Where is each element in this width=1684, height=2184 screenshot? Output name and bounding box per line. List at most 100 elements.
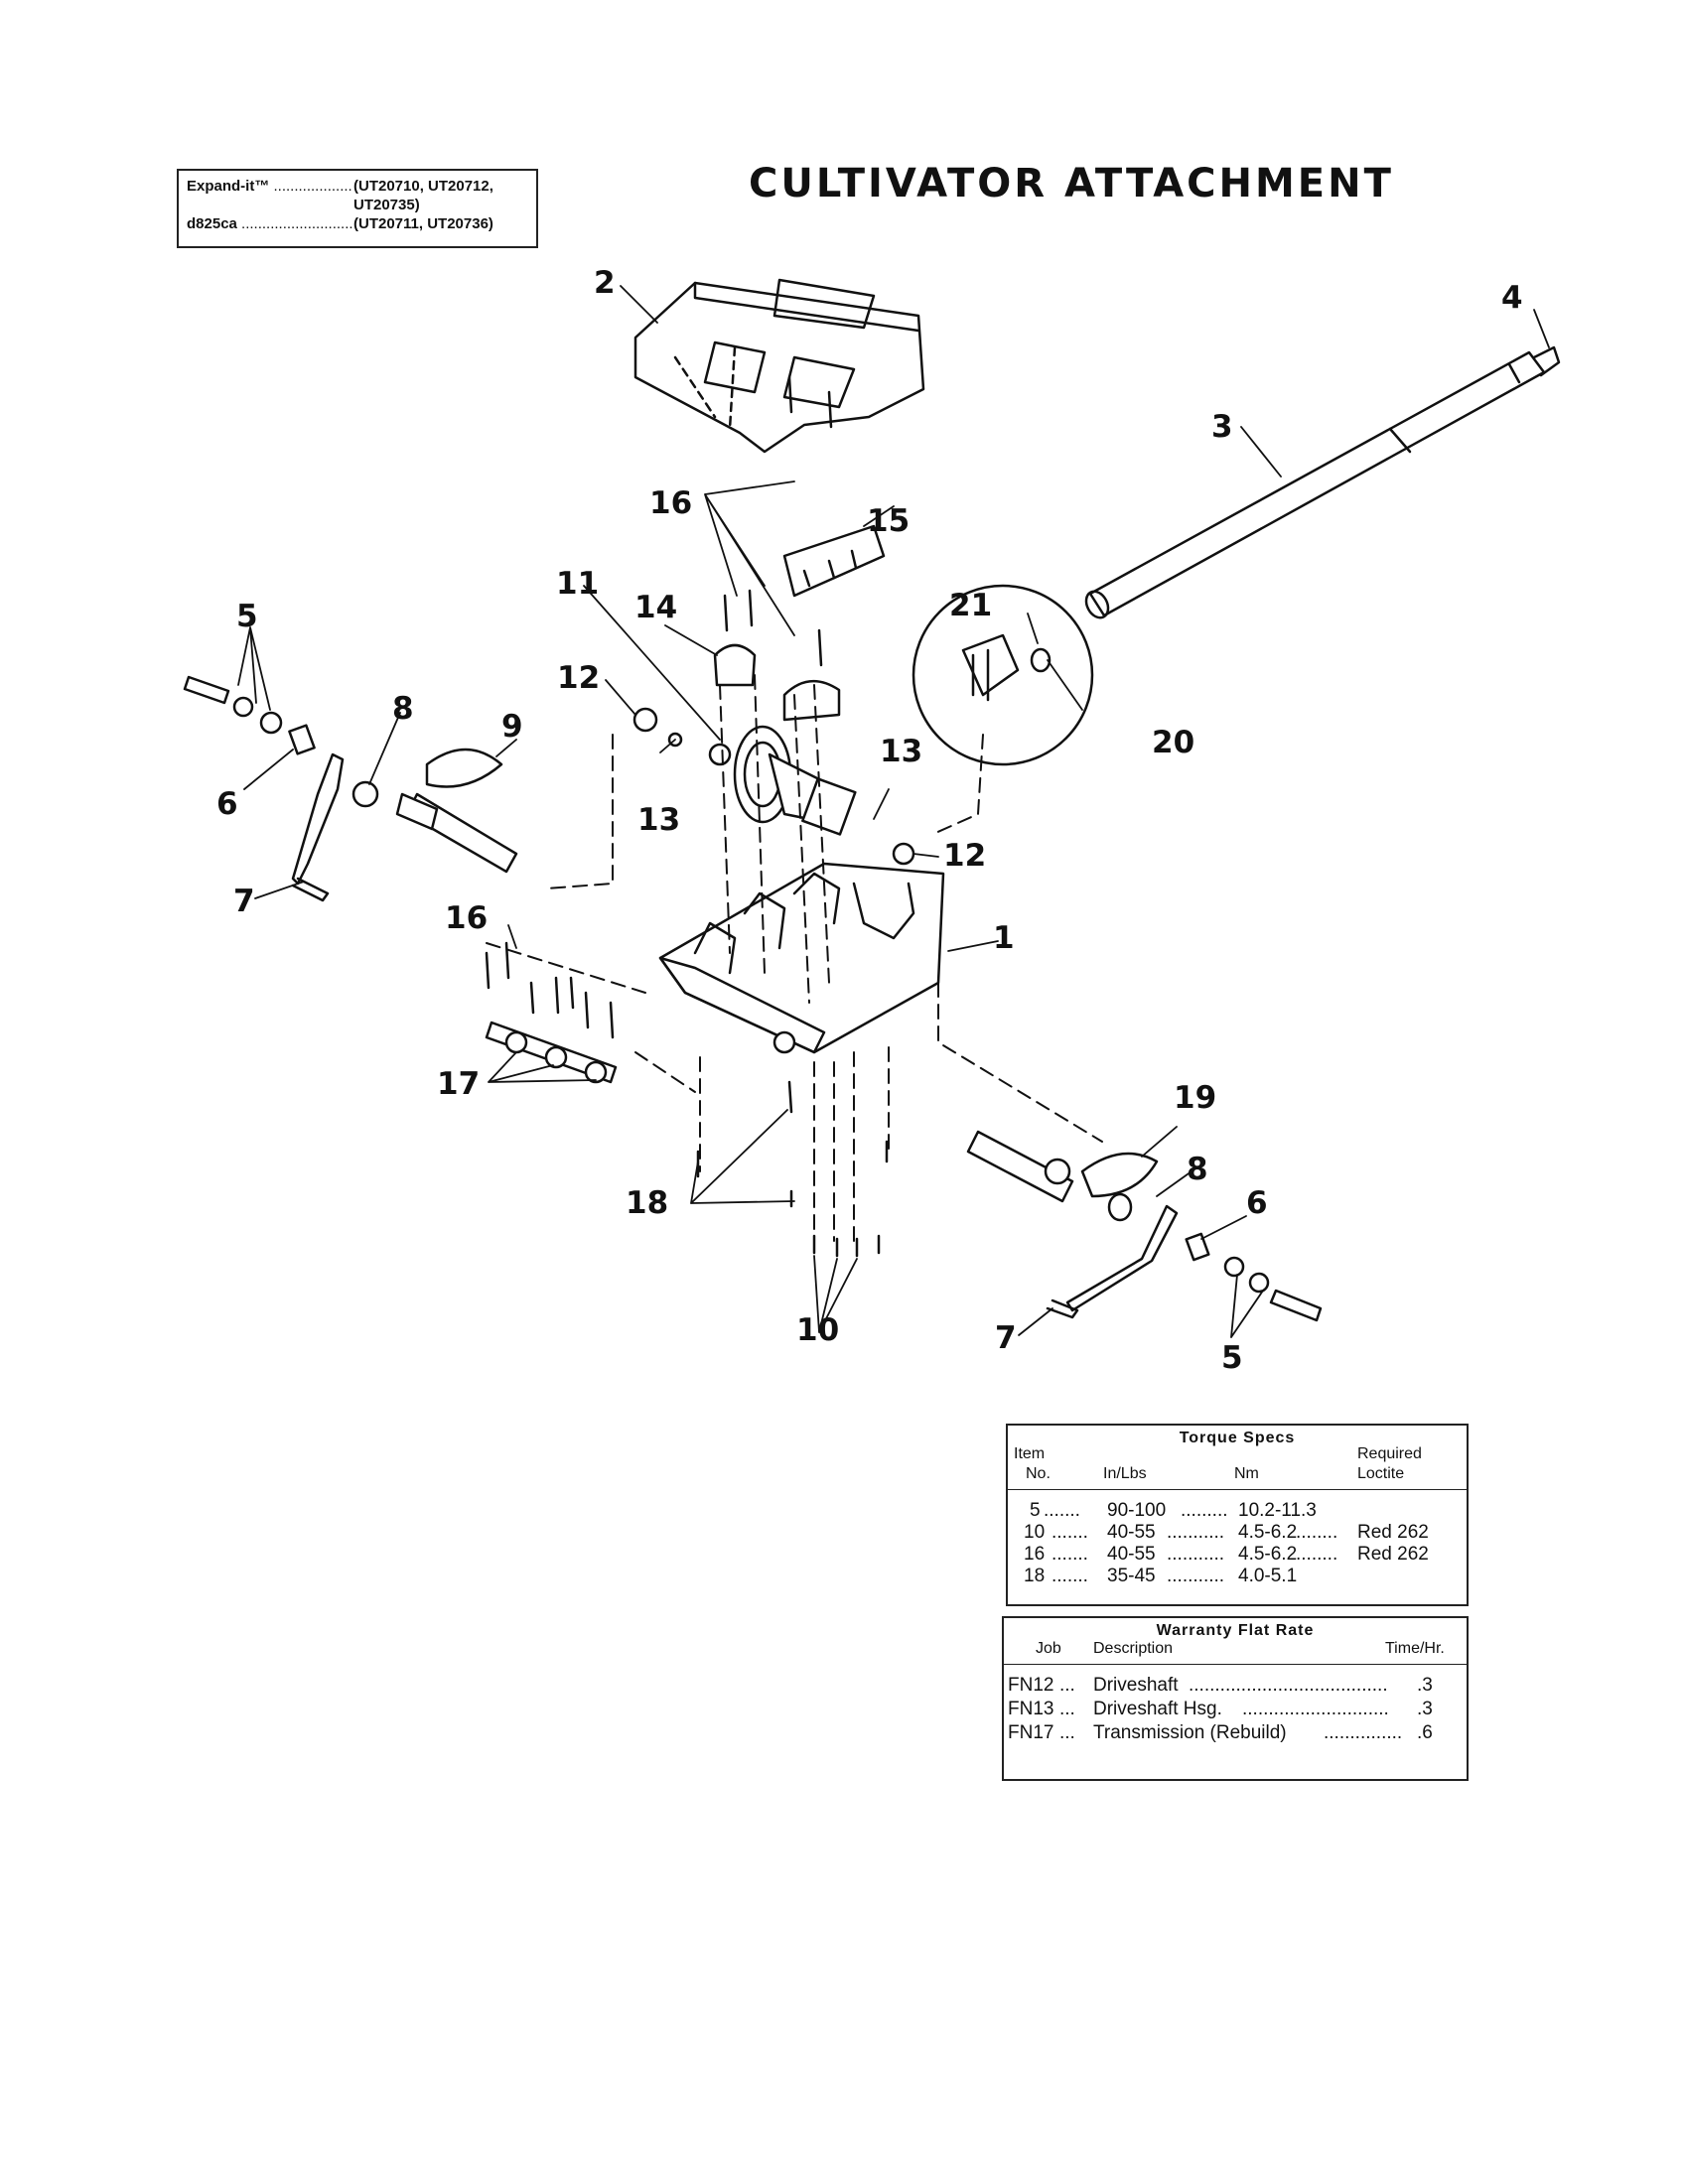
part-housing — [658, 862, 945, 1054]
part-cover — [633, 278, 925, 454]
table-cell: Red 262 — [1357, 1544, 1429, 1565]
callout-label: 20 — [1152, 725, 1194, 760]
column-header: Nm — [1234, 1465, 1259, 1482]
column-header: In/Lbs — [1103, 1465, 1147, 1482]
table-header: Item No. In/Lbs Nm Required Loctite — [1008, 1445, 1467, 1489]
table-cell: 4.5-6.2 — [1238, 1544, 1298, 1565]
part-pins-and-screws — [485, 375, 833, 1084]
part-driveshaft — [1084, 345, 1561, 619]
table-cell: 5 — [1030, 1500, 1041, 1521]
column-header: Time/Hr. — [1385, 1640, 1445, 1657]
model-applicability-box: Expand-it™ (UT20710, UT20712, UT20735) d… — [177, 169, 538, 248]
callout-label: 11 — [556, 566, 599, 602]
dot-leader: ....... — [1052, 1522, 1088, 1543]
table-cell: Transmission (Rebuild) — [1093, 1722, 1287, 1743]
table-cell: 4.5-6.2 — [1238, 1522, 1298, 1543]
dot-leader: ... — [1059, 1675, 1075, 1696]
dot-leader: ....... — [1052, 1544, 1088, 1565]
table-row: FN12 ... Driveshaft ....................… — [1004, 1675, 1467, 1699]
model-name: d825ca — [187, 214, 353, 233]
callout-label: 16 — [649, 485, 692, 521]
table-row: 18 ....... 35-45 ........... 4.0-5.1 — [1008, 1566, 1467, 1587]
callout-label: 12 — [557, 660, 600, 696]
callout-label: 7 — [233, 884, 255, 919]
assembly-lines — [486, 674, 1103, 1242]
table-cell: 4.0-5.1 — [1238, 1566, 1298, 1586]
callout-label: 17 — [437, 1066, 480, 1102]
page-title: CULTIVATOR ATTACHMENT — [749, 161, 1394, 206]
callout-label: 4 — [1501, 280, 1523, 316]
callout-label: 1 — [993, 920, 1015, 956]
part-bearing-caps — [713, 524, 886, 722]
table-cell: FN17 — [1008, 1722, 1054, 1743]
callout-labels: 2 4 3 16 1 5 11 14 21 5 12 20 8 9 13 13 6… — [216, 265, 1523, 1376]
callout-label: 10 — [796, 1312, 839, 1348]
dot-leader: ........... — [1167, 1522, 1225, 1543]
callout-label: 6 — [216, 786, 238, 822]
table-cell: Red 262 — [1357, 1522, 1429, 1543]
table-cell: .3 — [1417, 1699, 1433, 1719]
dot-leader: ........ — [1296, 1522, 1338, 1543]
column-header: Item — [1014, 1445, 1046, 1462]
callout-label: 2 — [594, 265, 616, 301]
torque-specs-table: Torque Specs Item No. In/Lbs Nm Required… — [1006, 1424, 1469, 1606]
table-title: Torque Specs — [1179, 1430, 1296, 1446]
callout-label: 8 — [1187, 1152, 1208, 1187]
column-header: No. — [1026, 1465, 1051, 1482]
table-cell: 18 — [1024, 1566, 1046, 1586]
model-row: d825ca (UT20711, UT20736) — [187, 214, 528, 233]
table-row: 16 ....... 40-55 ........... 4.5-6.2 ...… — [1008, 1544, 1467, 1566]
callout-label: 5 — [1221, 1340, 1243, 1376]
column-header: Loctite — [1357, 1465, 1405, 1482]
table-row: 10 ....... 40-55 ........... 4.5-6.2 ...… — [1008, 1522, 1467, 1544]
table-cell: FN12 — [1008, 1675, 1054, 1696]
dot-leader: ...................................... — [1189, 1675, 1388, 1696]
dot-leader: ....... — [1052, 1566, 1088, 1586]
callout-label: 7 — [995, 1320, 1017, 1356]
table-header: Job Description Time/Hr. — [1004, 1640, 1467, 1664]
dot-leader: ........... — [1167, 1566, 1225, 1586]
dot-leader: ....... — [1044, 1500, 1080, 1521]
column-header: Job — [1036, 1640, 1061, 1657]
warranty-flat-rate-table: Warranty Flat Rate Job Description Time/… — [1002, 1616, 1469, 1781]
table-cell: Driveshaft Hsg. — [1093, 1699, 1222, 1719]
table-cell: Driveshaft — [1093, 1675, 1179, 1696]
table-divider — [1004, 1664, 1467, 1665]
table-cell: .3 — [1417, 1675, 1433, 1696]
callout-label: 5 — [236, 599, 258, 634]
callout-label: 19 — [1174, 1080, 1216, 1116]
table-cell: 35-45 — [1107, 1566, 1156, 1586]
callout-label: 8 — [392, 691, 414, 727]
callout-label: 18 — [626, 1185, 668, 1221]
part-shaft-left — [351, 707, 683, 874]
table-row: 5 ....... 90-100 ......... 10.2-11.3 — [1008, 1500, 1467, 1522]
callout-label: 12 — [943, 838, 986, 874]
table-cell: 40-55 — [1107, 1522, 1156, 1543]
dot-leader: ... — [1059, 1699, 1075, 1719]
callout-label: 3 — [1211, 409, 1233, 445]
part-shaft-right — [892, 842, 1159, 1203]
callout-label: 13 — [637, 802, 680, 838]
dot-leader: ............... — [1324, 1722, 1403, 1743]
table-row: FN17 ... Transmission (Rebuild) ........… — [1004, 1722, 1467, 1746]
table-cell: 10 — [1024, 1522, 1046, 1543]
callout-label: 14 — [634, 590, 677, 625]
callout-label: 9 — [501, 709, 523, 745]
model-codes: (UT20710, UT20712, UT20735) — [353, 178, 493, 213]
column-header: Required — [1357, 1445, 1422, 1462]
part-lever-left — [183, 675, 345, 902]
callout-label: 6 — [1246, 1185, 1268, 1221]
model-name: Expand-it™ — [187, 177, 353, 214]
dot-leader: ............................ — [1242, 1699, 1389, 1719]
part-lever-right — [1046, 1192, 1323, 1322]
model-row: Expand-it™ (UT20710, UT20712, UT20735) — [187, 177, 528, 214]
table-cell: 40-55 — [1107, 1544, 1156, 1565]
part-detail-circle — [912, 584, 1094, 766]
model-codes: (UT20711, UT20736) — [353, 215, 493, 232]
callout-label: 16 — [445, 900, 488, 936]
table-cell: 16 — [1024, 1544, 1046, 1565]
callout-label: 21 — [949, 588, 992, 623]
callout-label: 13 — [880, 734, 922, 769]
table-title: Warranty Flat Rate — [1156, 1622, 1315, 1639]
